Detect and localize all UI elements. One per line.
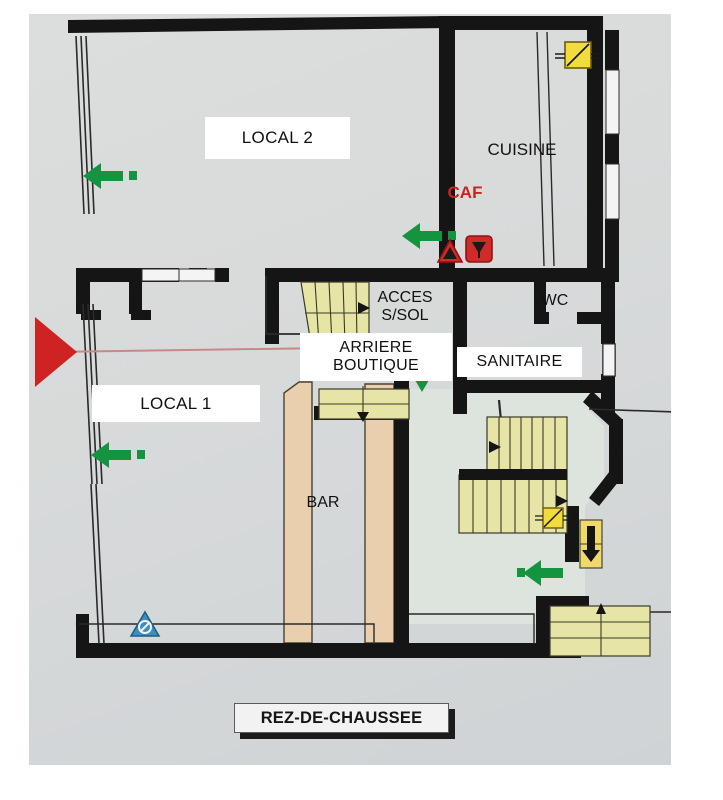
red-triangle-alarm-icon <box>436 238 464 263</box>
red-entry-guide-line <box>48 347 330 353</box>
exit-arrow-local1-icon <box>91 442 145 468</box>
stair-arrow-landing <box>357 412 369 422</box>
wall-acces-top-right <box>455 268 613 282</box>
window-right-facade-a <box>605 69 620 135</box>
stair-dividing-wall <box>459 469 567 480</box>
room-label-cuisine: CUISINE <box>487 140 557 159</box>
yellow-panel-top-icon <box>555 41 601 69</box>
wall-right-sanitaire <box>601 276 615 344</box>
wall-bottom-exterior <box>76 643 581 658</box>
stair-arrow-upper <box>489 441 501 453</box>
wall-kitchen-right-outer <box>587 16 603 276</box>
stair-landing-boutique <box>318 386 410 422</box>
wall-right-facade-low <box>605 219 619 282</box>
wall-kitchen-left <box>439 16 455 270</box>
room-label-local-1: LOCAL 1 <box>92 385 260 422</box>
partition-kitchen-inner <box>536 31 545 267</box>
wall-top-right <box>439 16 599 30</box>
stair-arrow-acces <box>358 302 370 314</box>
window-sanitaire-right <box>602 343 616 377</box>
green-triangle-down-icon <box>415 380 429 392</box>
plan-stairs-layer <box>300 281 651 657</box>
exit-arrow-local2-upper-icon <box>83 163 137 189</box>
partition-boutique-inner-rect <box>409 613 535 644</box>
window-mid-wall <box>141 268 180 282</box>
wall-vert-acces-left <box>265 268 279 344</box>
wall-vert-sanitaire-left <box>453 270 467 414</box>
stair-small-right <box>579 519 603 569</box>
partition-left-window-bottom <box>90 483 105 645</box>
wall-wc-bottom <box>534 312 549 324</box>
title-block-label: REZ-DE-CHAUSSEE <box>234 703 449 733</box>
wall-boutique-left-lower <box>394 406 409 654</box>
label-caf: CAF <box>447 183 483 202</box>
partition-left-window-upper <box>75 35 95 215</box>
wall-bottom-right-seg <box>536 596 589 608</box>
wall-acces-top <box>265 268 455 282</box>
room-label-local-2: LOCAL 2 <box>205 117 350 159</box>
wall-chamfer-lower <box>589 467 623 506</box>
partition-acces-door-left <box>265 276 301 335</box>
room-label-arriere-boutique: ARRIERE BOUTIQUE <box>300 333 452 381</box>
partition-kitchen-inner-2 <box>546 31 555 267</box>
stair-main-upper <box>486 416 568 476</box>
stair-arrow-small <box>582 526 600 562</box>
wall-bottom-stair-jamb <box>536 596 550 658</box>
partition-bottom-inner-rect <box>79 623 375 644</box>
wall-mid-jamb-a <box>76 268 90 314</box>
floor-plan-drawing: LOCAL 2 LOCAL 1 ARRIERE BOUTIQUE SANITAI… <box>29 14 671 765</box>
red-entry-arrow <box>35 317 77 387</box>
wall-bottom-left-return <box>76 614 89 658</box>
floor-plan-photo: LOCAL 2 LOCAL 1 ARRIERE BOUTIQUE SANITAI… <box>29 14 671 765</box>
bar-counter-left <box>283 381 313 644</box>
wall-right-facade-upper <box>605 30 619 70</box>
yellow-panel-lower-icon <box>535 507 571 529</box>
exit-arrow-sortie-icon <box>517 560 563 586</box>
stair-bottom-right <box>549 603 651 657</box>
wall-mid-jamb-b <box>129 282 142 314</box>
room-label-wc: WC <box>541 292 569 309</box>
wall-stub-jamb-right <box>131 310 151 320</box>
wall-mid-horizontal-right-stub <box>215 268 229 282</box>
title-block: REZ-DE-CHAUSSEE <box>234 703 455 739</box>
window-right-facade-b <box>605 163 620 220</box>
wall-below-sanitaire <box>453 380 607 393</box>
plan-walls-layer <box>68 16 671 658</box>
wall-stub-jamb-left <box>81 310 101 320</box>
red-extinguisher-box-icon <box>465 235 493 263</box>
wall-right-facade-mid <box>605 134 619 164</box>
safety-layer <box>83 41 601 637</box>
wall-top-exterior <box>68 16 449 33</box>
exit-arrow-acces-icon <box>402 223 456 249</box>
blue-triangle-prohibit-icon <box>129 610 161 637</box>
room-label-acces-s-sol: ACCES S/SOL <box>377 289 433 324</box>
entry-annotation-layer <box>35 317 330 387</box>
room-label-sanitaire: SANITAIRE <box>457 347 582 377</box>
stair-arrow-lower <box>556 495 568 507</box>
room-label-bar: BAR <box>306 494 340 511</box>
